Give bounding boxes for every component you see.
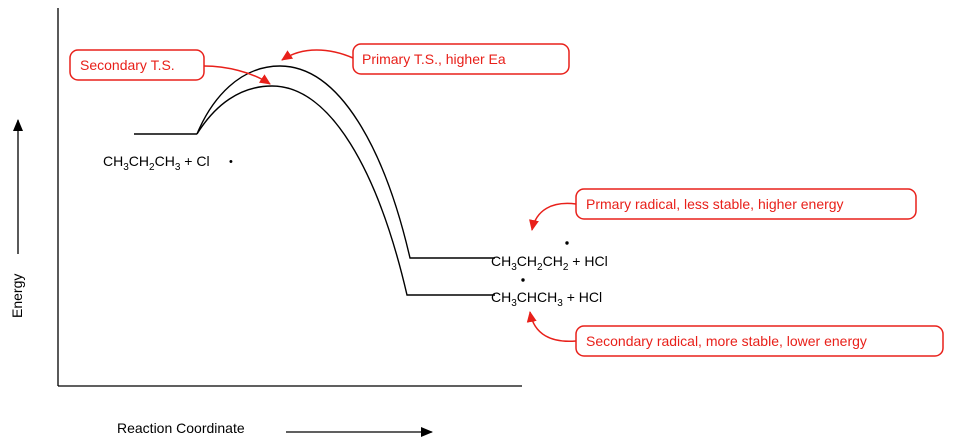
secondary-radical-callout: Secondary radical, more stable, lower en…: [526, 311, 944, 357]
formula-subscript: 2: [563, 262, 569, 273]
secondary-ts-callout: Secondary T.S.: [69, 49, 271, 85]
secondary-product-formula: CH3CHCH3 + HCl: [491, 289, 602, 309]
formula-subscript: 3: [175, 162, 181, 173]
primary-radical-dot: [565, 241, 569, 245]
secondary-ts-arrow: [203, 65, 271, 85]
primary-ts-label: Primary T.S., higher Ea: [362, 51, 506, 67]
formula-segment: + HCl: [563, 289, 602, 305]
primary-ts-callout: Primary T.S., higher Ea: [281, 43, 570, 75]
formula-segment: CH: [103, 153, 123, 169]
formula-segment: CH: [129, 153, 149, 169]
primary-radical-callout: Prmary radical, less stable, higher ener…: [529, 188, 917, 231]
secondary-pathway-curve: [196, 85, 495, 296]
formula-subscript: 3: [511, 298, 517, 309]
formula-segment: CH: [491, 253, 511, 269]
reactant-formula: CH3CH2CH3 + Cl: [103, 153, 210, 173]
reaction-coordinate-label: Reaction Coordinate: [117, 420, 245, 436]
formula-segment: CH: [491, 289, 511, 305]
formula-subscript: 3: [557, 298, 563, 309]
primary-ts-box: [352, 43, 570, 75]
secondary-ts-label: Secondary T.S.: [80, 57, 175, 73]
formula-segment: + Cl: [180, 153, 209, 169]
formula-subscript: 2: [537, 262, 543, 273]
formula-segment: CH: [517, 253, 537, 269]
primary-radical-arrow: [529, 202, 577, 231]
formula-subscript: 3: [511, 262, 517, 273]
energy-axis-label: Energy: [9, 274, 25, 318]
secondary-radical-arrow: [526, 311, 577, 343]
primary-product-formula: CH3CH2CH2 + HCl: [491, 253, 608, 273]
chlorine-radical-dot: •: [229, 156, 233, 168]
formula-segment: + HCl: [568, 253, 607, 269]
primary-pathway-curve: [196, 65, 495, 259]
formula-segment: CHCH: [517, 289, 557, 305]
secondary-ts-box: [69, 49, 205, 81]
formula-subscript: 3: [123, 162, 129, 173]
formula-segment: CH: [155, 153, 175, 169]
formula-subscript: 2: [149, 162, 155, 173]
secondary-radical-dot: [521, 278, 525, 282]
secondary-radical-label: Secondary radical, more stable, lower en…: [586, 333, 867, 349]
primary-radical-label: Prmary radical, less stable, higher ener…: [586, 196, 844, 212]
formula-segment: CH: [543, 253, 563, 269]
primary-ts-arrow: [281, 49, 354, 61]
